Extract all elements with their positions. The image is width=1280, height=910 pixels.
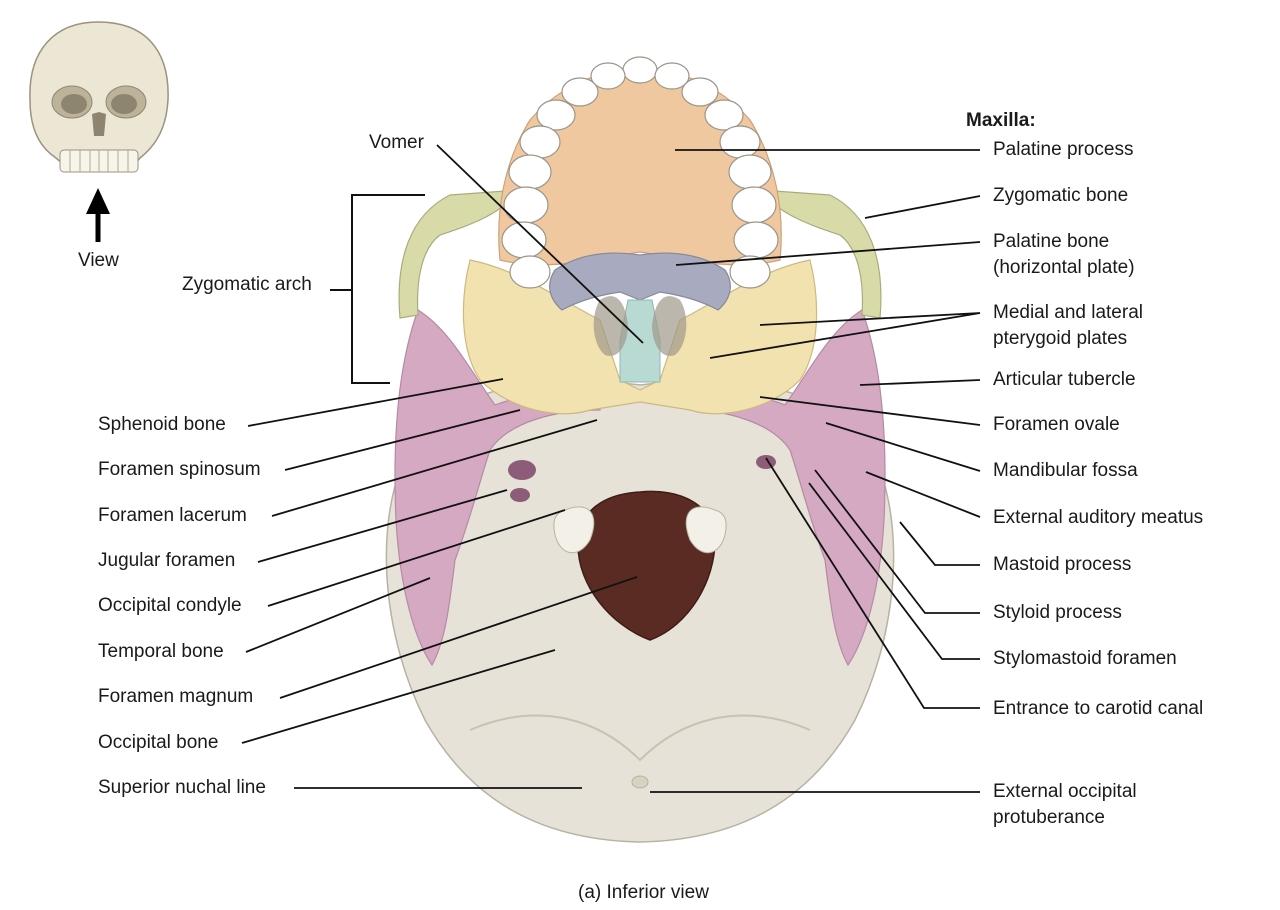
label-pterygoid-line2: pterygoid plates xyxy=(993,328,1128,349)
header-maxilla: Maxilla: xyxy=(966,110,1036,131)
label-occipital-protuberance-line1: External occipital xyxy=(993,781,1137,802)
label-carotid-canal: Entrance to carotid canal xyxy=(993,698,1204,719)
label-jugular-foramen: Jugular foramen xyxy=(98,550,236,571)
label-zygomatic-arch: Zygomatic arch xyxy=(182,274,312,295)
zygomatic-arch-left xyxy=(398,189,522,319)
zygomatic-arch-right xyxy=(758,189,882,319)
leader-lines xyxy=(241,144,981,793)
label-external-auditory-meatus: External auditory meatus xyxy=(993,507,1204,528)
label-superior-nuchal-line: Superior nuchal line xyxy=(98,777,266,798)
figure-caption: (a) Inferior view xyxy=(578,882,709,903)
view-arrow-icon xyxy=(86,188,110,242)
label-foramen-ovale: Foramen ovale xyxy=(993,414,1120,435)
label-palatine-bone-line2: (horizontal plate) xyxy=(993,257,1135,278)
label-stylomastoid-foramen: Stylomastoid foramen xyxy=(993,648,1177,669)
label-temporal-bone: Temporal bone xyxy=(98,641,224,662)
label-vomer: Vomer xyxy=(369,132,424,153)
label-mastoid-process: Mastoid process xyxy=(993,554,1132,575)
label-articular-tubercle: Articular tubercle xyxy=(993,369,1136,390)
label-styloid-process: Styloid process xyxy=(993,602,1122,623)
zygomatic-arch-bracket xyxy=(330,194,425,384)
label-pterygoid-line1: Medial and lateral xyxy=(993,302,1143,323)
label-palatine-process: Palatine process xyxy=(993,139,1134,160)
label-foramen-lacerum: Foramen lacerum xyxy=(98,505,247,526)
label-occipital-protuberance-line2: protuberance xyxy=(993,807,1105,828)
label-mandibular-fossa: Mandibular fossa xyxy=(993,460,1138,481)
label-occipital-bone: Occipital bone xyxy=(98,732,219,753)
label-occipital-condyle: Occipital condyle xyxy=(98,595,242,616)
label-foramen-spinosum: Foramen spinosum xyxy=(98,459,261,480)
label-zygomatic-bone: Zygomatic bone xyxy=(993,185,1129,206)
inset-view-label: View xyxy=(78,250,119,271)
label-sphenoid-bone: Sphenoid bone xyxy=(98,414,226,435)
inset-skull-front-view xyxy=(29,21,169,173)
main-skull xyxy=(385,56,895,843)
label-foramen-magnum: Foramen magnum xyxy=(98,686,254,707)
label-palatine-bone-line1: Palatine bone xyxy=(993,231,1110,252)
teeth-row xyxy=(501,56,779,289)
